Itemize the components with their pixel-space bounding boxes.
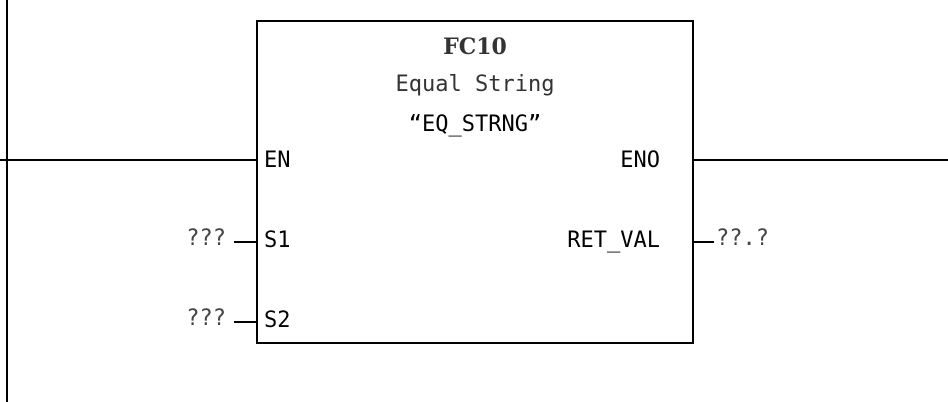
pin-s2-label: S2 — [264, 308, 291, 333]
function-block-fc10[interactable]: FC10 Equal String “EQ_STRNG” EN ENO S1 R… — [256, 20, 694, 344]
en-input-wire — [0, 159, 258, 161]
pin-eno-label: ENO — [620, 148, 660, 173]
power-rail-left — [6, 0, 8, 402]
block-symbol: “EQ_STRNG” — [408, 112, 542, 137]
block-name: FC10 — [443, 34, 507, 60]
s2-input-wire — [234, 321, 258, 323]
ret-val-output-wire — [692, 241, 714, 243]
pin-en-label: EN — [264, 148, 291, 173]
pin-ret-val-label: RET_VAL — [567, 228, 660, 253]
s1-input-wire — [234, 241, 258, 243]
s2-parameter[interactable]: ??? — [186, 306, 226, 331]
block-description: Equal String — [395, 72, 555, 97]
pin-s1-label: S1 — [264, 228, 291, 253]
ret-val-parameter[interactable]: ??.? — [716, 226, 769, 251]
s1-parameter[interactable]: ??? — [186, 226, 226, 251]
eno-output-wire — [692, 159, 948, 161]
